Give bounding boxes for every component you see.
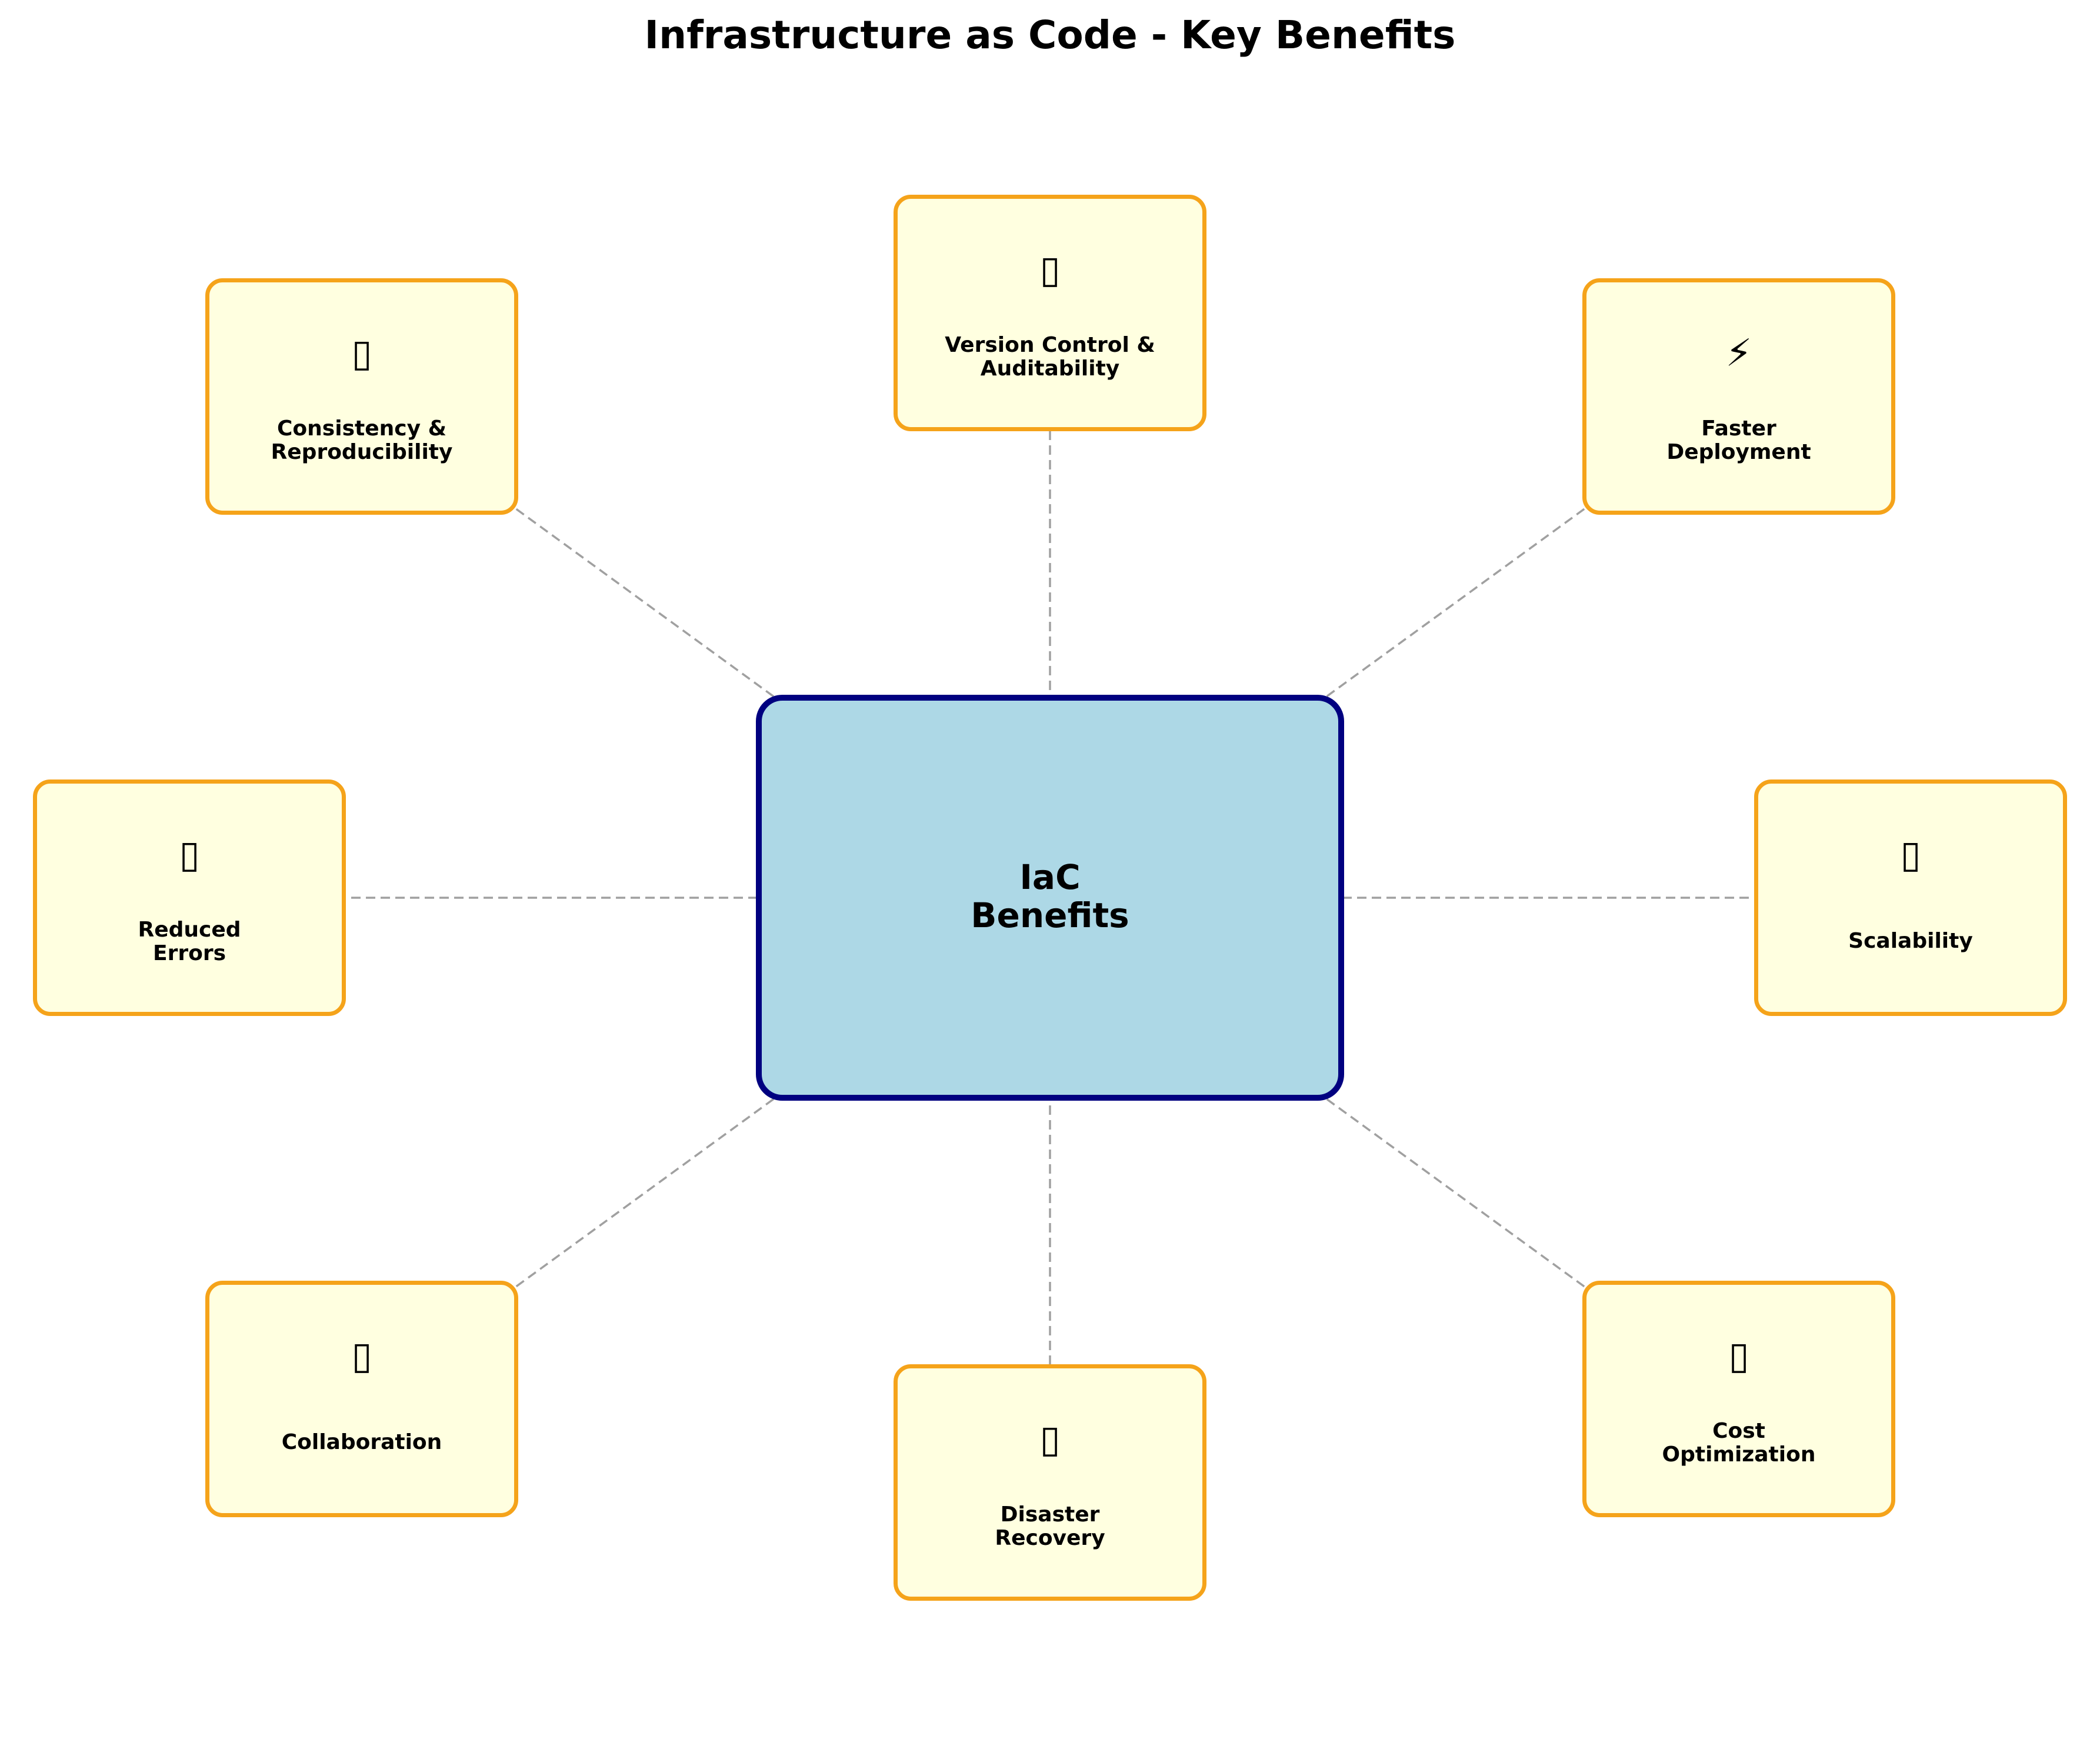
center-node: [756, 695, 1344, 1101]
benefit-box: [1582, 278, 1895, 515]
benefit-label-line1: Consistency &: [277, 417, 446, 441]
benefit-node-consistency: ▯ Consistency &Reproducibility: [205, 278, 518, 515]
benefit-box: [894, 1364, 1206, 1601]
center-box: [756, 695, 1344, 1101]
benefit-label-line2: Reproducibility: [271, 440, 453, 464]
benefit-label-line1: Reduced: [138, 918, 241, 942]
benefit-label-line2: Errors: [153, 941, 226, 965]
benefit-node-version-control: ▯ Version Control &Auditability: [894, 195, 1206, 431]
benefit-label-line1: Version Control &: [945, 333, 1155, 357]
benefit-label-line1: Cost: [1712, 1419, 1765, 1443]
benefit-box: [33, 779, 346, 1016]
benefit-label-line1: Collaboration: [282, 1430, 442, 1454]
benefit-nodes: ▯ Version Control &Auditability ⚡ FasterDep…: [33, 195, 2067, 1601]
benefit-label-line1: Scalability: [1848, 929, 1973, 953]
benefit-box: [894, 195, 1206, 431]
center-label-line1: IaC: [1019, 857, 1080, 897]
lightning-icon: ⚡: [1726, 332, 1752, 375]
benefit-box: [205, 1281, 518, 1517]
benefit-label-line2: Optimization: [1662, 1442, 1816, 1467]
recovery-icon: ▯: [1039, 1418, 1060, 1461]
benefit-label-line2: Recovery: [995, 1526, 1105, 1550]
scroll-icon: ▯: [1039, 248, 1060, 292]
benefit-label-line2: Auditability: [981, 357, 1120, 381]
check-icon: ▯: [179, 833, 199, 877]
benefit-node-scalability: ▯ Scalability: [1754, 779, 2067, 1016]
money-icon: ▯: [1728, 1334, 1749, 1378]
benefit-box: [1754, 779, 2067, 1016]
benefit-box: [205, 278, 518, 515]
benefit-box: [1582, 1281, 1895, 1517]
benefit-label-line1: Disaster: [1001, 1503, 1100, 1527]
benefit-label-line2: Deployment: [1666, 440, 1811, 464]
diagram-title: Infrastructure as Code - Key Benefits: [645, 12, 1456, 58]
benefit-node-collaboration: ▯ Collaboration: [205, 1281, 518, 1517]
team-icon: ▯: [351, 1334, 372, 1378]
benefit-label-line1: Faster: [1701, 417, 1776, 441]
repeat-icon: ▯: [351, 332, 372, 375]
chart-icon: ▯: [1900, 833, 1921, 877]
center-label-line2: Benefits: [971, 895, 1129, 935]
